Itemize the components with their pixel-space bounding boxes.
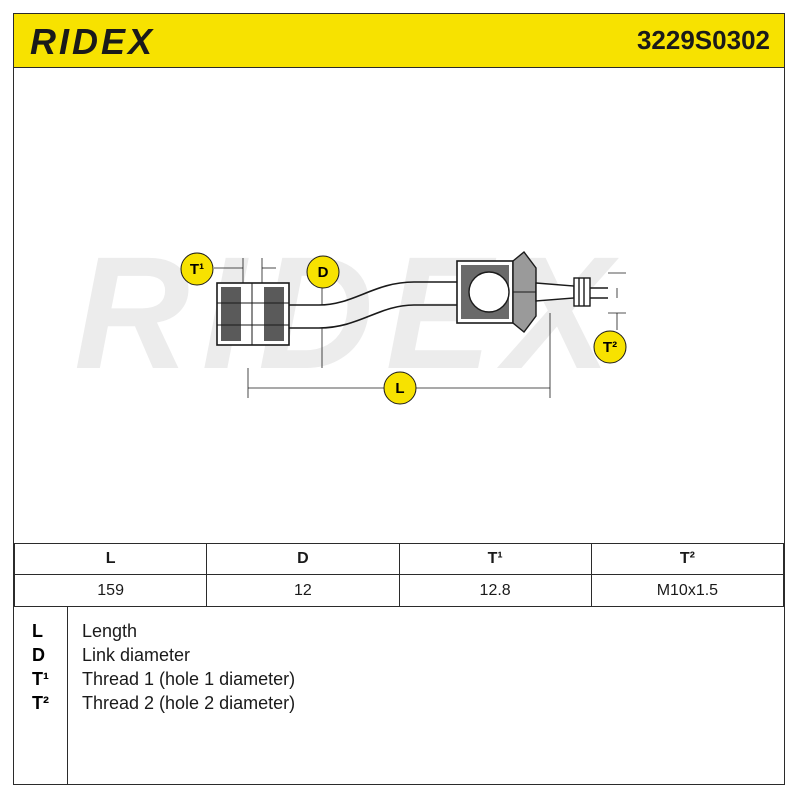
spec-value-t1: 12.8	[398, 574, 592, 607]
legend-label: Length	[82, 621, 138, 641]
legend-code: T²	[32, 693, 49, 713]
legend-code: L	[32, 621, 43, 641]
callout-l: L	[383, 371, 417, 405]
legend-item: T² Thread 2 (hole 2 diameter)	[14, 693, 784, 717]
link-rod	[289, 281, 459, 329]
legend-code: T¹	[32, 669, 49, 689]
spec-header-t1: T¹	[398, 543, 592, 575]
product-sheet: RIDEX 3229S0302 RIDEX	[13, 13, 785, 785]
callout-d: D	[306, 255, 340, 289]
legend-code: D	[32, 645, 45, 665]
spec-value-row: 159 12 12.8 M10x1.5	[13, 574, 785, 607]
legend: L Length D Link diameter T¹ Thread 1 (ho…	[14, 607, 784, 784]
svg-text:T²: T²	[603, 339, 617, 356]
watermark: RIDEX	[74, 223, 623, 402]
technical-drawing: RIDEX	[74, 223, 627, 405]
spec-header-d: D	[206, 543, 400, 575]
legend-item: T¹ Thread 1 (hole 1 diameter)	[14, 669, 784, 693]
legend-label: Thread 1 (hole 1 diameter)	[82, 669, 296, 689]
rubber-bushing	[216, 282, 290, 346]
callout-t1: T¹	[180, 252, 214, 286]
part-number: 3229S0302	[636, 25, 770, 55]
header-bar: RIDEX 3229S0302	[14, 14, 784, 68]
svg-text:D: D	[318, 264, 329, 281]
legend-item: D Link diameter	[14, 645, 784, 669]
spec-header-row: L D T¹ T²	[13, 543, 785, 575]
ball-joint-housing	[456, 250, 549, 334]
dimension-lines	[214, 258, 626, 398]
spec-header-l: L	[13, 543, 208, 575]
legend-label: Link diameter	[82, 645, 191, 665]
svg-text:RIDEX: RIDEX	[30, 24, 155, 58]
spec-value-t2: M10x1.5	[590, 574, 785, 607]
spec-value-d: 12	[206, 574, 400, 607]
callout-t2: T²	[593, 330, 627, 364]
legend-divider	[67, 607, 68, 784]
spec-header-t2: T²	[590, 543, 785, 575]
legend-item: L Length	[14, 621, 784, 645]
ridex-logo: RIDEX	[30, 24, 155, 58]
spec-table: L D T¹ T² 159 12 12.8 M10x1.5	[13, 543, 785, 607]
spec-value-l: 159	[13, 574, 208, 607]
svg-text:T¹: T¹	[190, 261, 204, 278]
legend-label: Thread 2 (hole 2 diameter)	[82, 693, 296, 713]
svg-text:L: L	[395, 380, 404, 397]
threaded-stud	[535, 277, 608, 307]
